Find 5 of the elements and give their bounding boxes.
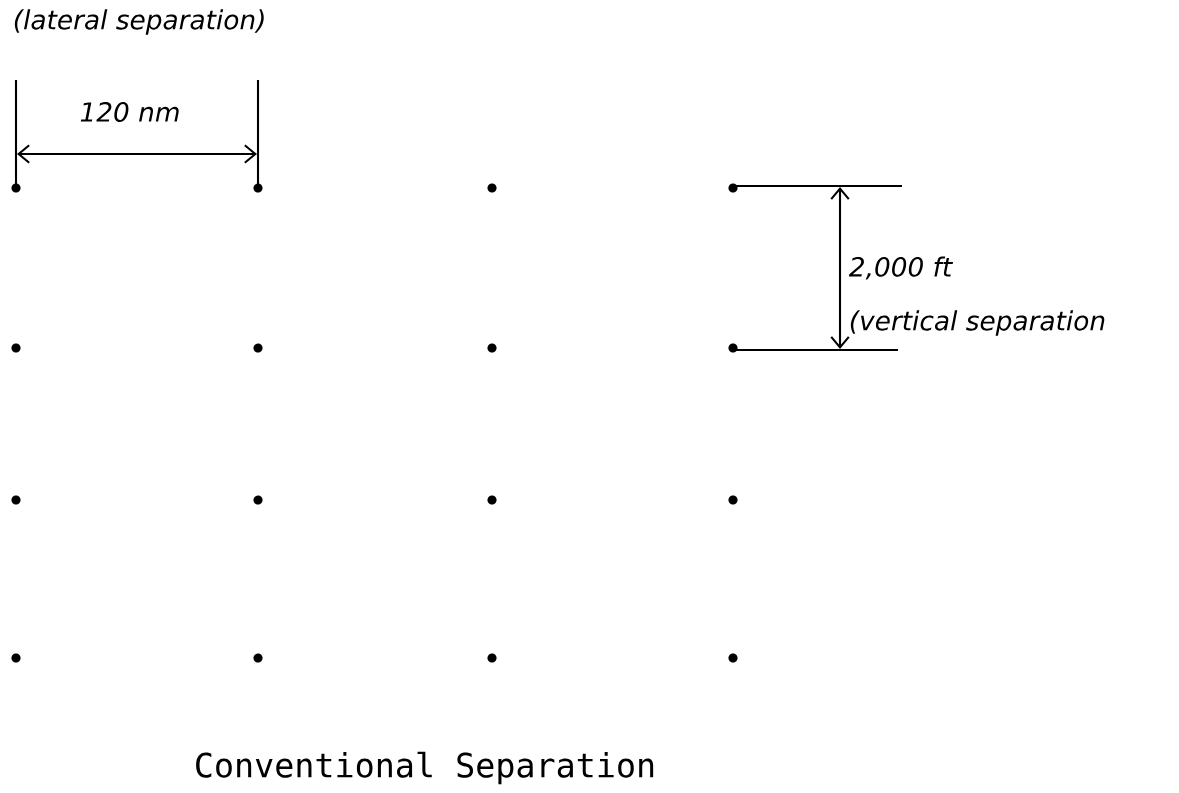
dimension-label: 120 nm — [80, 102, 179, 122]
dimension-label: 2,000 ft — [848, 256, 954, 280]
dimension-label: (lateral separation) — [14, 9, 264, 35]
dimension-label: (vertical separation — [850, 310, 1105, 336]
caption: Conventional Separation — [196, 751, 654, 785]
